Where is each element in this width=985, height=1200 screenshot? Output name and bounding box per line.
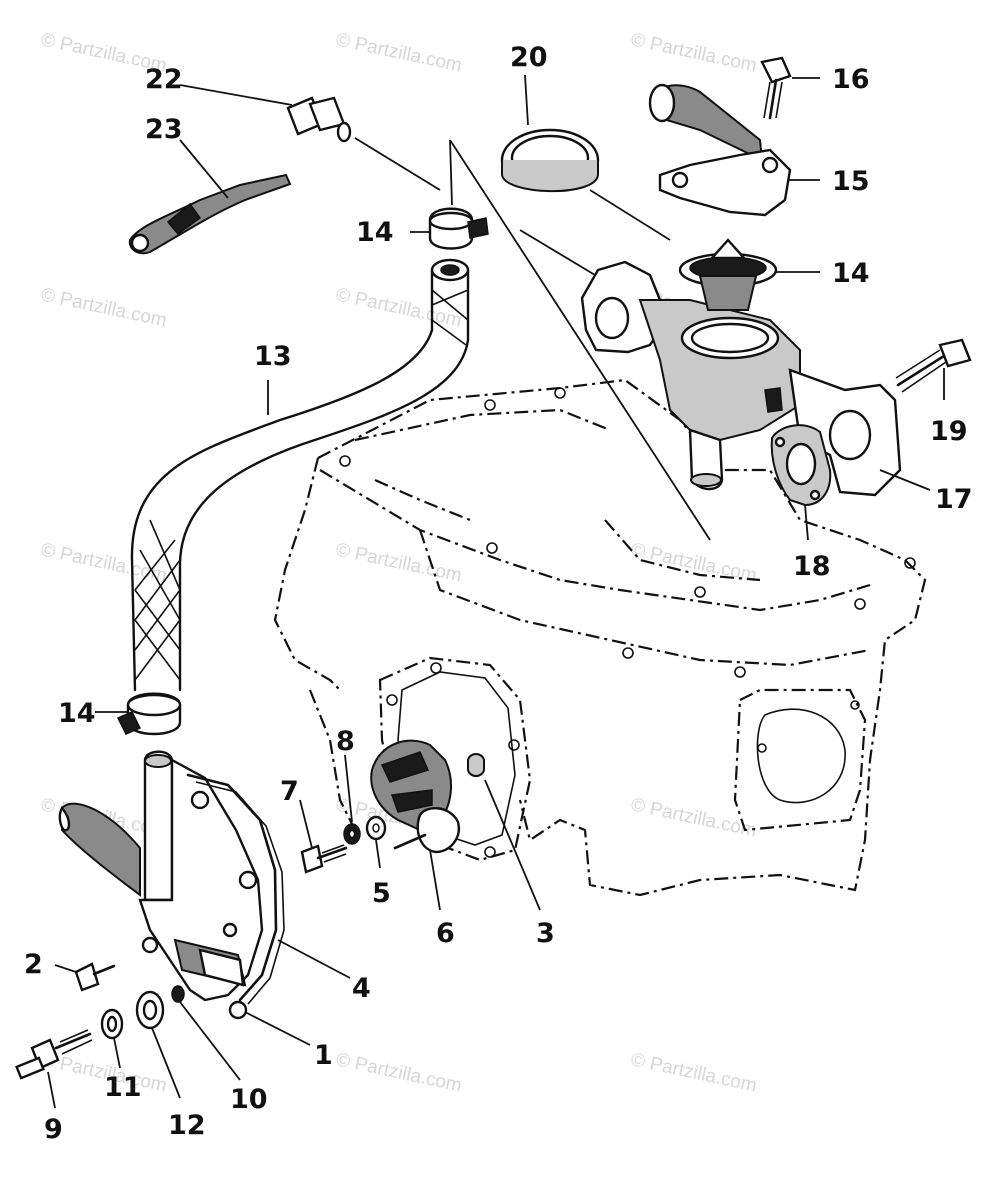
hose-clamps — [116, 207, 489, 736]
callout-9: 9 — [44, 1114, 63, 1145]
callout-19: 18 — [793, 551, 831, 582]
callout-4: 4 — [352, 973, 371, 1004]
pump-small-parts — [15, 962, 185, 1080]
watermark: © Partzilla.com — [629, 1049, 759, 1096]
callout-11: 11 — [104, 1072, 142, 1103]
callout-8: 8 — [336, 726, 355, 757]
thermostat — [678, 238, 778, 311]
outlet-bolt — [895, 338, 972, 393]
watermark: © Partzilla.com — [39, 284, 169, 331]
watermark: © Partzilla.com — [334, 29, 464, 76]
thermostat-cover — [648, 83, 792, 217]
callout-12: 12 — [168, 1110, 206, 1141]
watermark: © Partzilla.com — [629, 794, 759, 841]
callout-20: 19 — [930, 416, 968, 447]
callout-7: 7 — [280, 776, 299, 807]
callout-14-bottom: 14 — [58, 698, 96, 729]
callout-6: 6 — [436, 918, 455, 949]
callout-labels: 22 23 20 16 15 14 14 13 19 17 18 14 8 7 … — [24, 42, 973, 1145]
temp-sender-and-wire — [128, 96, 352, 255]
callout-18: 17 — [935, 484, 973, 515]
watermark: © Partzilla.com — [334, 1049, 464, 1096]
watermark: © Partzilla.com — [39, 539, 169, 586]
callout-21: 20 — [510, 42, 548, 73]
watermark: © Partzilla.com — [629, 29, 759, 76]
housing-seal — [500, 128, 600, 193]
callout-16: 15 — [832, 166, 870, 197]
callout-17: 16 — [832, 64, 870, 95]
callout-5: 5 — [372, 878, 391, 909]
watermark: © Partzilla.com — [334, 284, 464, 331]
thermostat-housing — [580, 260, 902, 497]
coolant-hose — [130, 258, 470, 692]
callout-23: 23 — [145, 114, 183, 145]
callout-15: 14 — [832, 258, 870, 289]
callout-3: 3 — [536, 918, 555, 949]
callout-2: 2 — [24, 949, 43, 980]
callout-14-top: 14 — [356, 217, 394, 248]
callout-1: 1 — [314, 1040, 333, 1071]
cover-bolt — [760, 56, 792, 120]
callout-22: 22 — [145, 64, 183, 95]
callout-10: 10 — [230, 1084, 268, 1115]
water-pump-housing — [58, 750, 285, 1020]
impeller-hardware — [300, 815, 387, 874]
impeller — [370, 739, 460, 854]
outlet-gasket — [770, 424, 832, 507]
watermark: © Partzilla.com — [334, 539, 464, 586]
leader-lines — [47, 74, 945, 1109]
callout-13: 13 — [254, 341, 292, 372]
